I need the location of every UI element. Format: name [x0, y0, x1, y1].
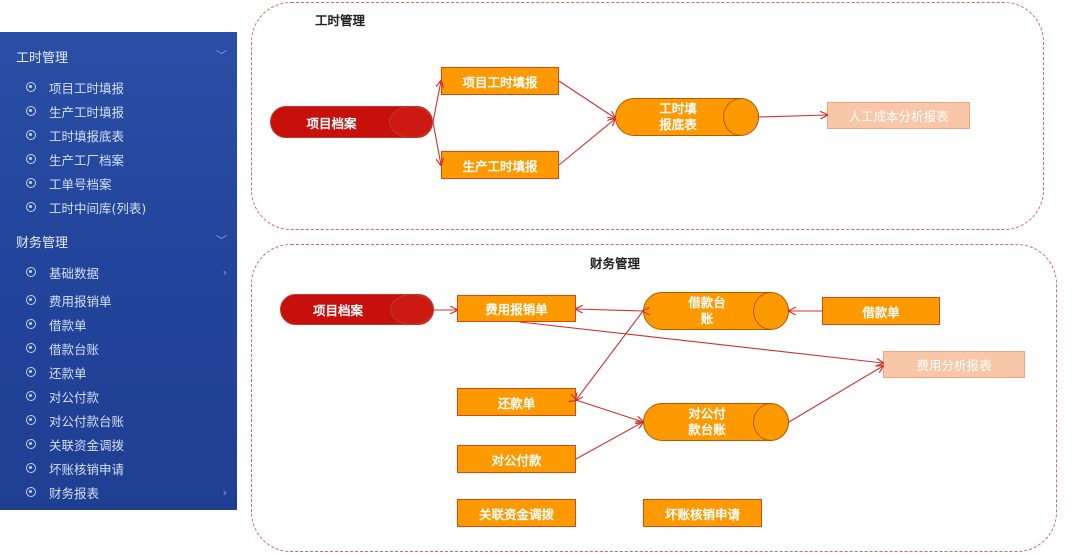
panel-title: 财务管理	[590, 256, 641, 271]
circle-bullet-icon	[26, 343, 36, 353]
sidebar-item[interactable]: 基础数据›	[26, 262, 227, 282]
node-project-archive: 项目档案	[270, 106, 433, 138]
sidebar-item[interactable]: 工单号档案	[26, 173, 227, 193]
sidebar-item[interactable]: 借款台账	[26, 338, 227, 358]
circle-bullet-icon	[26, 367, 36, 377]
sidebar-item[interactable]: 项目工时填报	[26, 77, 227, 97]
chevron-down-icon[interactable]: ﹀	[216, 49, 227, 62]
node-loan-form: 借款单	[822, 297, 940, 325]
circle-bullet-icon	[26, 154, 36, 164]
node-corporate-payment-ledger: 对公付 款台账	[643, 403, 789, 441]
sidebar-item[interactable]: 工时填报底表	[26, 125, 227, 145]
panel-title: 工时管理	[315, 13, 366, 28]
node-project-archive: 项目档案	[280, 294, 434, 325]
circle-bullet-icon	[26, 178, 36, 188]
circle-bullet-icon	[26, 439, 36, 449]
circle-bullet-icon	[26, 130, 36, 140]
sidebar-section-title[interactable]: 财务管理	[16, 236, 69, 251]
circle-bullet-icon	[26, 391, 36, 401]
chevron-right-icon: ›	[222, 485, 227, 499]
sidebar-item[interactable]: 工时中间库(列表)	[26, 197, 227, 217]
sidebar-item[interactable]: 还款单	[26, 362, 227, 382]
circle-bullet-icon	[26, 82, 36, 92]
circle-bullet-icon	[26, 106, 36, 116]
node-fund-transfer: 关联资金调拨	[457, 499, 576, 527]
circle-bullet-icon	[26, 415, 36, 425]
node-project-hours: 项目工时填报	[441, 67, 559, 95]
sidebar-section-title[interactable]: 工时管理	[16, 51, 69, 66]
node-labor-cost-report: 人工成本分析报表	[827, 102, 970, 129]
sidebar-item[interactable]: 生产工厂档案	[26, 149, 227, 169]
node-loan-ledger: 借款台 账	[643, 292, 789, 330]
sidebar-item[interactable]: 借款单	[26, 314, 227, 334]
sidebar-item[interactable]: 对公付款	[26, 386, 227, 406]
node-corporate-payment: 对公付款	[457, 445, 576, 473]
circle-bullet-icon	[26, 319, 36, 329]
circle-bullet-icon	[26, 463, 36, 473]
circle-bullet-icon	[26, 295, 36, 305]
node-expense-report: 费用分析报表	[883, 351, 1025, 378]
node-hours-base-table: 工时填 报底表	[615, 98, 759, 136]
sidebar-menu: 工时管理 ﹀ 项目工时填报 生产工时填报 工时填报底表 生产工厂档案 工单号档案…	[0, 32, 237, 510]
circle-bullet-icon	[26, 202, 36, 212]
sidebar-item[interactable]: 生产工时填报	[26, 101, 227, 121]
chevron-right-icon: ›	[222, 265, 227, 279]
circle-bullet-icon	[26, 267, 36, 277]
sidebar-item[interactable]: 坏账核销申请	[26, 458, 227, 478]
diagram-panel-hours	[251, 2, 1044, 230]
node-repayment: 还款单	[457, 388, 576, 416]
sidebar-item[interactable]: 财务报表›	[26, 482, 227, 502]
sidebar-item[interactable]: 对公付款台账	[26, 410, 227, 430]
sidebar-item[interactable]: 关联资金调拨	[26, 434, 227, 454]
node-expense-claim: 费用报销单	[457, 295, 576, 322]
sidebar-item[interactable]: 费用报销单	[26, 290, 227, 310]
node-production-hours: 生产工时填报	[441, 151, 559, 179]
circle-bullet-icon	[26, 487, 36, 497]
diagram-panel-finance	[251, 244, 1057, 552]
chevron-down-icon[interactable]: ﹀	[216, 234, 227, 247]
node-bad-debt: 坏账核销申请	[643, 499, 762, 527]
